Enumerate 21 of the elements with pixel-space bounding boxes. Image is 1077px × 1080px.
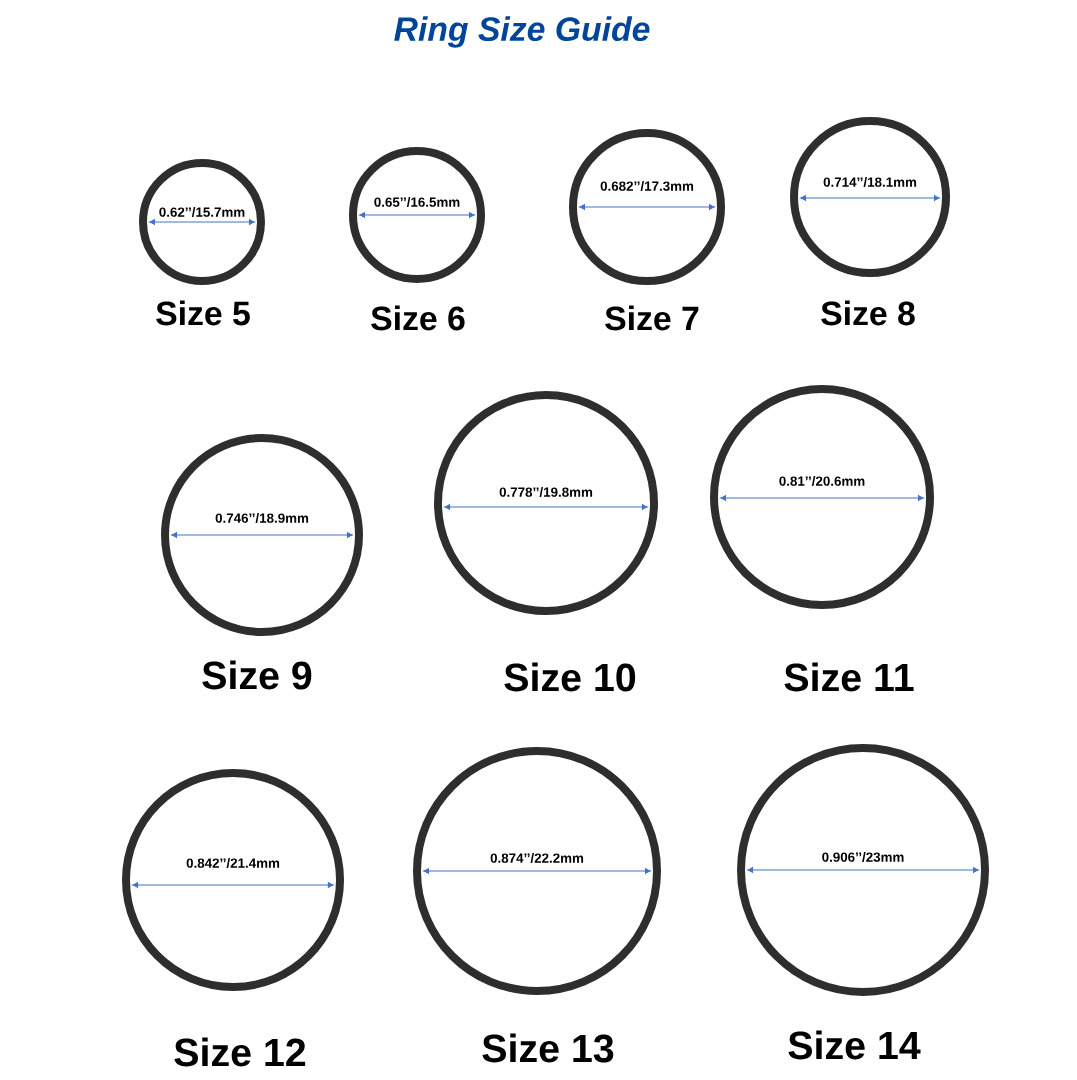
size-label: Size 14 [788, 1030, 921, 1060]
measurement-label: 0.65’’/16.5mm [374, 197, 460, 207]
title: Ring Size Guide [394, 16, 650, 48]
size-label: Size 11 [784, 662, 914, 692]
measurement-label: 0.874’’/22.2mm [490, 853, 584, 863]
size-label: Size 10 [504, 662, 636, 692]
measurement-label: 0.62’’/15.7mm [159, 207, 245, 217]
size-label: Size 8 [821, 300, 915, 326]
measurement-label: 0.81’’/20.6mm [779, 476, 865, 486]
size-label: Size 9 [202, 660, 312, 690]
size-label: Size 6 [371, 305, 465, 331]
measurement-label: 0.778’’/19.8mm [499, 487, 593, 497]
measurement-label: 0.746’’/18.9mm [215, 513, 309, 523]
size-label: Size 7 [605, 305, 699, 331]
measurement-label: 0.906’’/23mm [822, 852, 904, 862]
size-label: Size 5 [156, 300, 250, 326]
measurement-label: 0.842’’/21.4mm [186, 858, 280, 868]
measurement-label: 0.714’’/18.1mm [823, 177, 917, 187]
size-label: Size 12 [174, 1037, 306, 1067]
size-label: Size 13 [482, 1033, 614, 1063]
measurement-label: 0.682’’/17.3mm [600, 181, 694, 191]
